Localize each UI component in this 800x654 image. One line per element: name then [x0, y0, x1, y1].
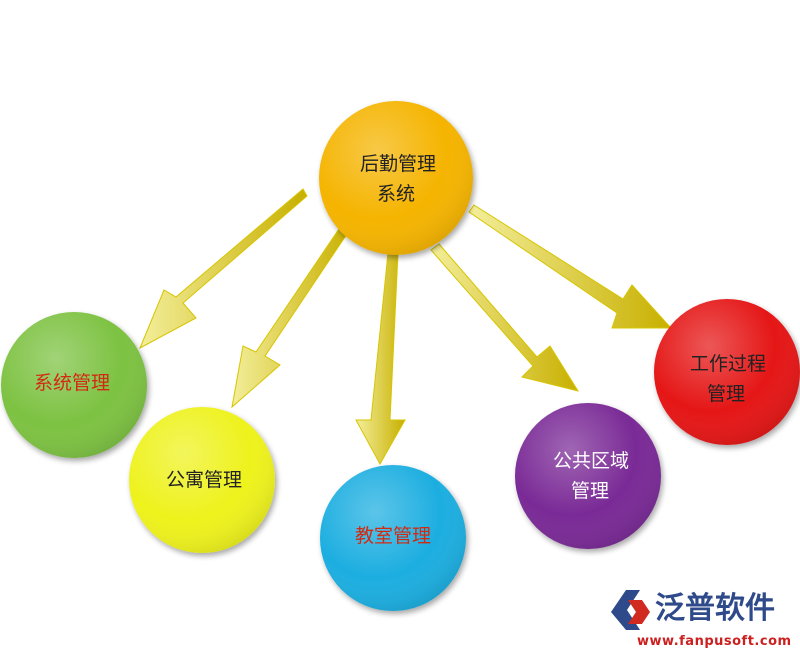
arrow-to-public-area — [430, 243, 580, 392]
classroom-management-label: 教室管理 — [355, 525, 431, 547]
brand-watermark: 泛普软件 www.fanpusoft.com — [611, 590, 792, 649]
classroom-management-shading — [320, 465, 466, 611]
arrow-to-classroom — [355, 252, 406, 466]
node-public-area-management: 公共区域 管理 — [515, 403, 661, 549]
center-circle-shading — [319, 101, 473, 255]
brand-url: www.fanpusoft.com — [637, 634, 792, 649]
brand-logo-icon — [611, 590, 650, 630]
center-node: 后勤管理 系统 — [319, 101, 473, 255]
center-label-line1: 后勤管理 — [360, 153, 436, 175]
work-process-management-label-line2: 管理 — [707, 383, 745, 405]
apartment-management-shading — [129, 407, 275, 553]
arrow-to-system — [139, 188, 308, 350]
node-classroom-management: 教室管理 — [320, 465, 466, 611]
node-work-process-management: 工作过程 管理 — [654, 299, 800, 445]
arrows-group — [139, 188, 673, 466]
public-area-management-label-line2: 管理 — [571, 480, 609, 502]
public-area-management-label-line1: 公共区域 — [553, 450, 629, 472]
node-system-management: 系统管理 — [1, 312, 147, 458]
work-process-management-shading — [654, 299, 800, 445]
public-area-management-shading — [515, 403, 661, 549]
node-apartment-management: 公寓管理 — [129, 407, 275, 553]
apartment-management-label: 公寓管理 — [166, 469, 242, 491]
arrow-to-apartment — [231, 222, 352, 409]
system-management-label: 系统管理 — [34, 372, 110, 394]
system-management-shading — [1, 312, 147, 458]
arrow-to-work-process — [468, 204, 673, 329]
brand-name: 泛普软件 — [655, 591, 775, 626]
center-label-line2: 系统 — [377, 183, 415, 205]
work-process-management-label-line1: 工作过程 — [690, 353, 766, 375]
